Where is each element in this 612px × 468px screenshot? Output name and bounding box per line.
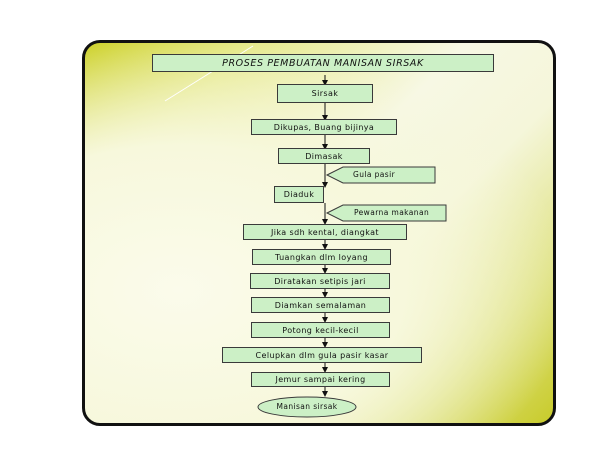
step-diaduk: Diaduk: [274, 186, 324, 203]
step-jika-kental: Jika sdh kental, diangkat: [243, 224, 407, 240]
diagram-frame: PROSES PEMBUATAN MANISAN SIRSAK Sirsak D…: [82, 40, 556, 426]
step-dimasak: Dimasak: [278, 148, 370, 164]
step-jemur: Jemur sampai kering: [251, 372, 390, 387]
step-tuangkan: Tuangkan dlm loyang: [252, 249, 391, 265]
step-celupkan: Celupkan dlm gula pasir kasar: [222, 347, 422, 363]
input-shape-pewarna: [325, 204, 447, 222]
input-shape-gula-pasir: [325, 166, 436, 184]
terminal-oval-shape: [257, 396, 357, 418]
step-potong: Potong kecil-kecil: [251, 322, 390, 338]
step-dikupas: Dikupas, Buang bijinya: [251, 119, 397, 135]
step-sirsak: Sirsak: [277, 84, 373, 103]
terminal-manisan-sirsak: Manisan sirsak: [276, 402, 338, 411]
input-label-gula-pasir: Gula pasir: [353, 170, 396, 179]
step-diamkan: Diamkan semalaman: [251, 297, 390, 313]
flow-connectors: [164, 45, 447, 418]
diagram-title: PROSES PEMBUATAN MANISAN SIRSAK: [152, 54, 494, 72]
step-diratakan: Diratakan setipis jari: [250, 273, 390, 289]
input-label-pewarna: Pewarna makanan: [354, 208, 430, 217]
